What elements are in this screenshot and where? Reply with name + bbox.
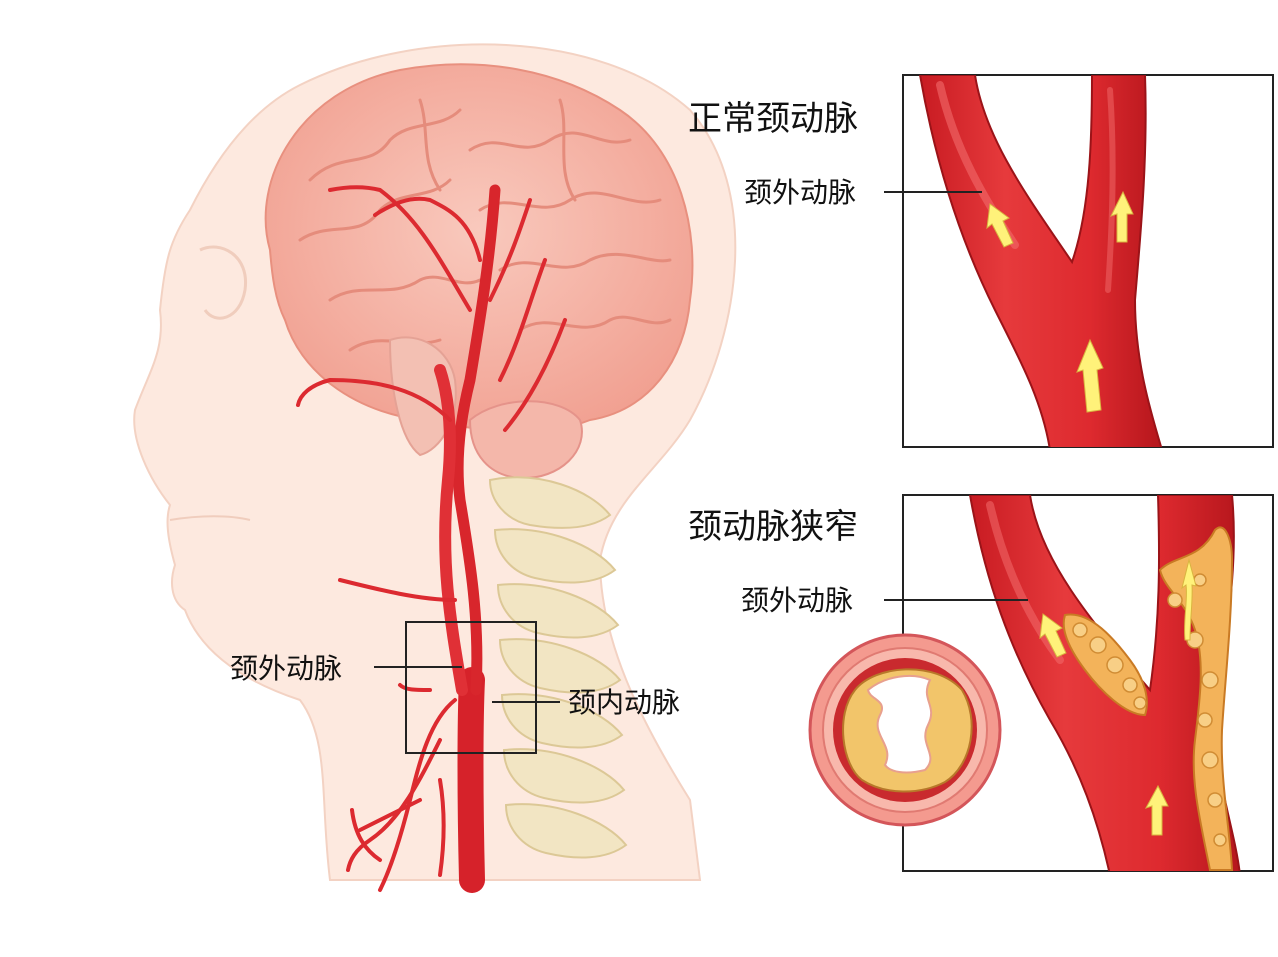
normal-carotid-panel: 正常颈动脉 颈外动脉	[688, 74, 1274, 448]
head-arteries	[296, 184, 567, 893]
cervical-spine	[488, 476, 628, 859]
internal-carotid-artery	[452, 184, 501, 696]
stenosis-flow-arrows	[1039, 558, 1197, 836]
stenosis-external-carotid-label: 颈外动脉	[741, 584, 853, 617]
ear-shape	[199, 245, 247, 320]
normal-vessel	[918, 75, 1163, 447]
flow-arrow-icon	[1076, 338, 1104, 413]
flow-arrow-icon	[986, 203, 1014, 248]
normal-external-carotid-label: 颈外动脉	[744, 176, 856, 209]
mouth-line	[169, 515, 251, 521]
head-illustration: 颈外动脉 颈内动脉	[133, 43, 737, 893]
zoom-box	[405, 621, 537, 754]
cross-section-lumen	[866, 674, 933, 774]
brain	[264, 63, 694, 433]
stenosis-panel: 颈动脉狭窄 颈外动脉	[688, 494, 1274, 872]
normal-flow-arrows	[986, 190, 1134, 413]
flow-arrow-icon	[1110, 190, 1134, 243]
flow-arrow-icon	[1144, 784, 1169, 836]
artery-cross-section	[808, 633, 1002, 827]
common-carotid-artery	[457, 667, 485, 893]
stenosis-title: 颈动脉狭窄	[688, 507, 858, 547]
head-external-carotid-label: 颈外动脉	[230, 652, 342, 685]
flow-arrow-icon	[1039, 613, 1067, 658]
external-carotid-artery	[434, 364, 468, 696]
head-internal-carotid-label: 颈内动脉	[568, 686, 680, 719]
normal-carotid-title: 正常颈动脉	[688, 99, 858, 139]
plaque-deposit	[1158, 526, 1234, 871]
flow-arrow-icon	[1181, 558, 1197, 641]
